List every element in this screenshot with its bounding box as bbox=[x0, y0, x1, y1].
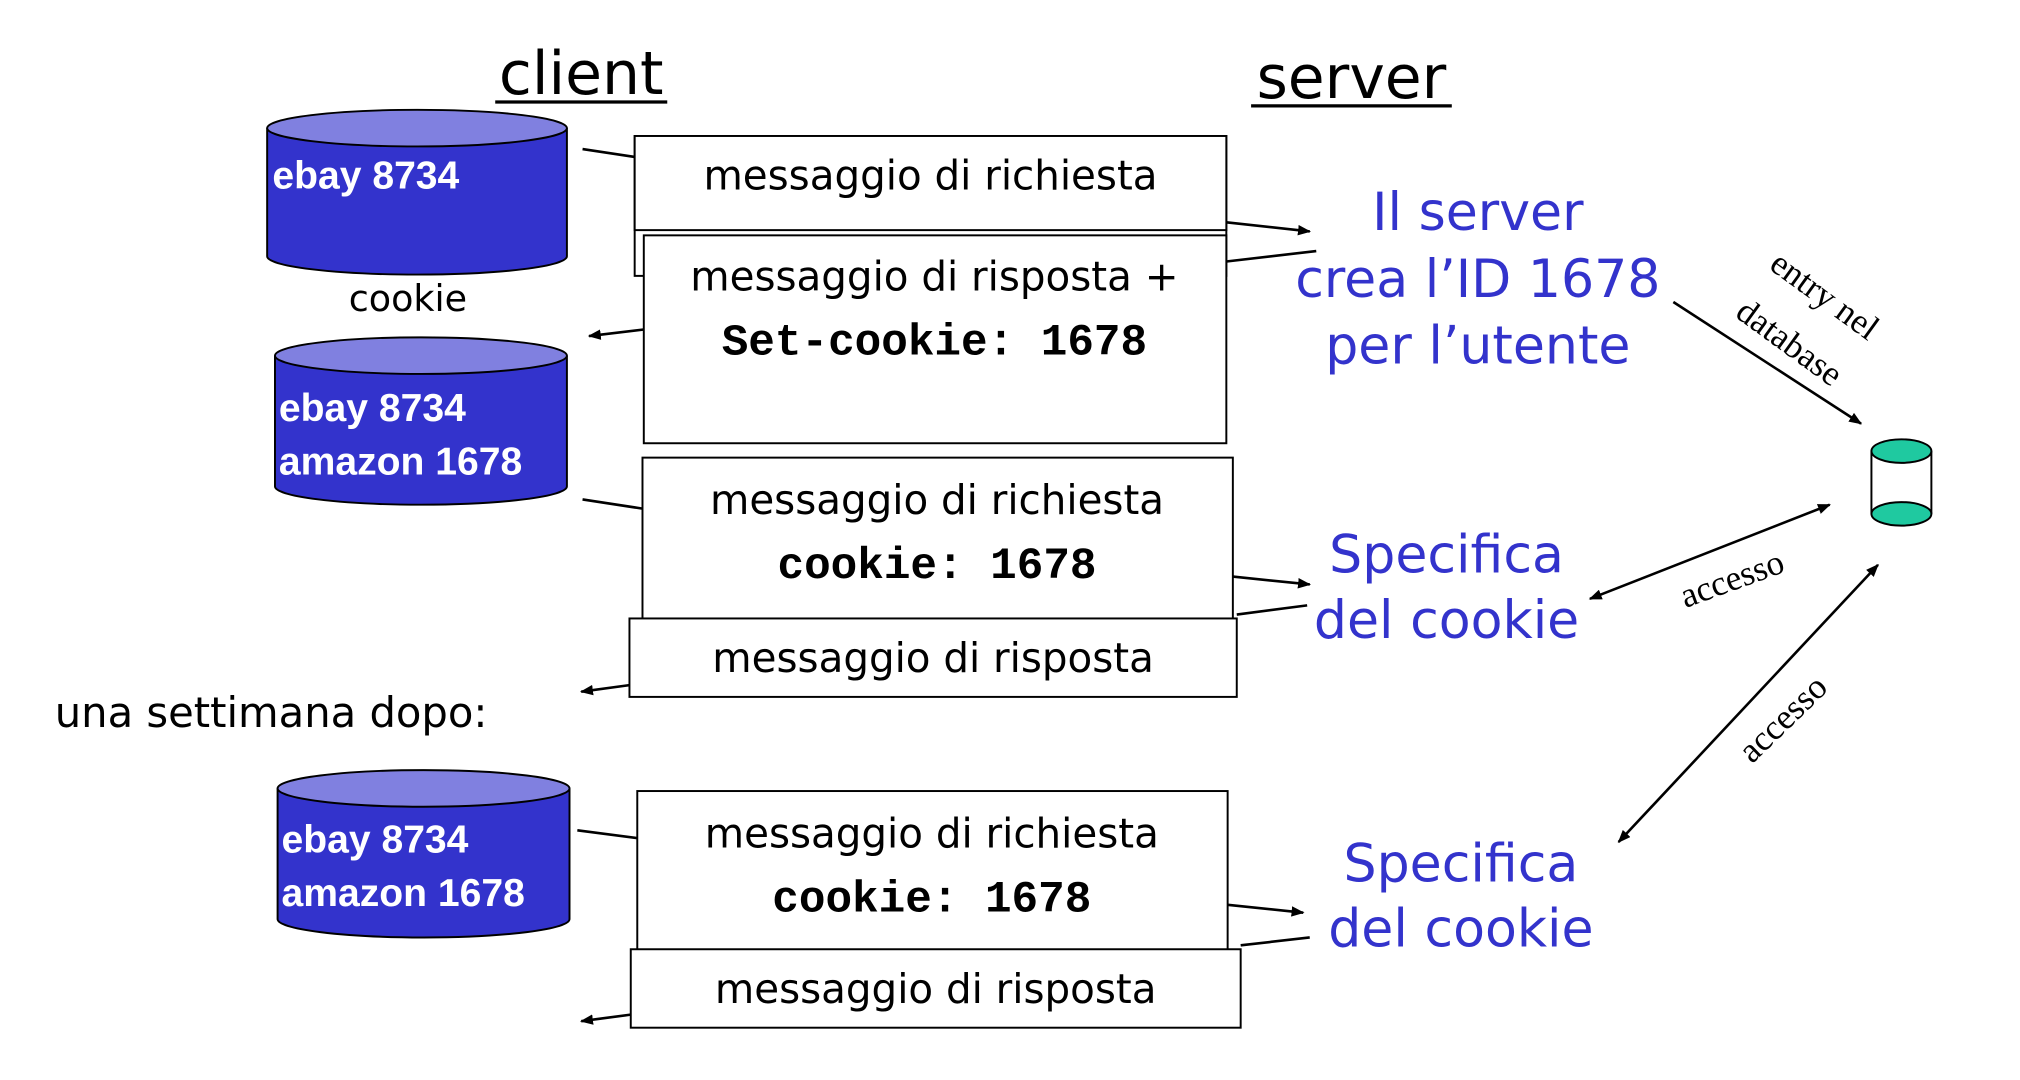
access-2-label: accesso bbox=[1730, 667, 1834, 770]
request-3-connector bbox=[577, 828, 638, 840]
response-3-box bbox=[629, 948, 1242, 1029]
cookie-store-2: ebay 8734 amazon 1678 bbox=[274, 336, 568, 506]
cookie-store-1: ebay 8734 bbox=[266, 108, 568, 276]
access-2-arrow bbox=[1617, 563, 1879, 843]
request-3-box bbox=[636, 790, 1229, 952]
request-2-label: messaggio di richiesta bbox=[710, 476, 1164, 524]
response-3-arrow bbox=[579, 1013, 631, 1025]
server-create-line-1: Il server bbox=[1372, 183, 1584, 243]
cookie-store-3-line-1: ebay 8734 bbox=[281, 818, 468, 861]
response-1-set-cookie: Set-cookie: 1678 bbox=[722, 318, 1147, 368]
one-week-later-label: una settimana dopo: bbox=[55, 688, 488, 737]
response-2-box bbox=[628, 617, 1238, 698]
request-2-cookie: cookie: 1678 bbox=[778, 542, 1097, 592]
cookie-store-3-line-2: amazon 1678 bbox=[281, 872, 524, 915]
response-2-arrow bbox=[579, 683, 630, 696]
request-1-arrow bbox=[1226, 220, 1312, 236]
cookie-store-2-line-2: amazon 1678 bbox=[279, 441, 522, 484]
server-specific-1-line-2: del cookie bbox=[1314, 591, 1579, 651]
response-1-server-line bbox=[1226, 249, 1317, 263]
client-header: client bbox=[499, 39, 664, 109]
request-3-arrow bbox=[1227, 903, 1305, 917]
response-3-server-line bbox=[1240, 936, 1310, 947]
request-3-cookie: cookie: 1678 bbox=[772, 875, 1091, 925]
cookie-store-1-line-1: ebay 8734 bbox=[272, 154, 459, 197]
server-specific-1-line-1: Specifica bbox=[1329, 526, 1564, 586]
cookie-store-3: ebay 8734 amazon 1678 bbox=[276, 769, 571, 939]
cookie-label: cookie bbox=[349, 277, 467, 320]
database-icon bbox=[1870, 438, 1933, 527]
access-1-label: accesso bbox=[1675, 542, 1789, 616]
response-2-label: messaggio di risposta bbox=[712, 634, 1154, 682]
response-1-label: messaggio di risposta + bbox=[690, 252, 1178, 300]
server-specific-2-line-2: del cookie bbox=[1328, 900, 1593, 960]
entry-arrow bbox=[1672, 300, 1863, 425]
request-2-connector bbox=[582, 498, 643, 510]
response-1-arrow bbox=[587, 328, 644, 340]
server-specific-2-line-1: Specifica bbox=[1344, 834, 1579, 894]
request-1-label: messaggio di richiesta bbox=[703, 152, 1157, 200]
server-header: server bbox=[1257, 43, 1447, 113]
response-2-server-line bbox=[1236, 604, 1308, 616]
request-1-connector bbox=[582, 147, 635, 159]
server-create-line-2: crea l’ID 1678 bbox=[1295, 250, 1660, 310]
response-1-box bbox=[642, 234, 1228, 445]
request-2-arrow bbox=[1232, 575, 1312, 589]
request-1-box bbox=[633, 135, 1228, 232]
server-create-line-3: per l’utente bbox=[1325, 316, 1630, 376]
response-3-label: messaggio di risposta bbox=[715, 965, 1157, 1013]
request-2-box bbox=[641, 456, 1234, 621]
request-3-label: messaggio di richiesta bbox=[705, 809, 1159, 857]
cookie-store-2-line-1: ebay 8734 bbox=[279, 387, 466, 430]
